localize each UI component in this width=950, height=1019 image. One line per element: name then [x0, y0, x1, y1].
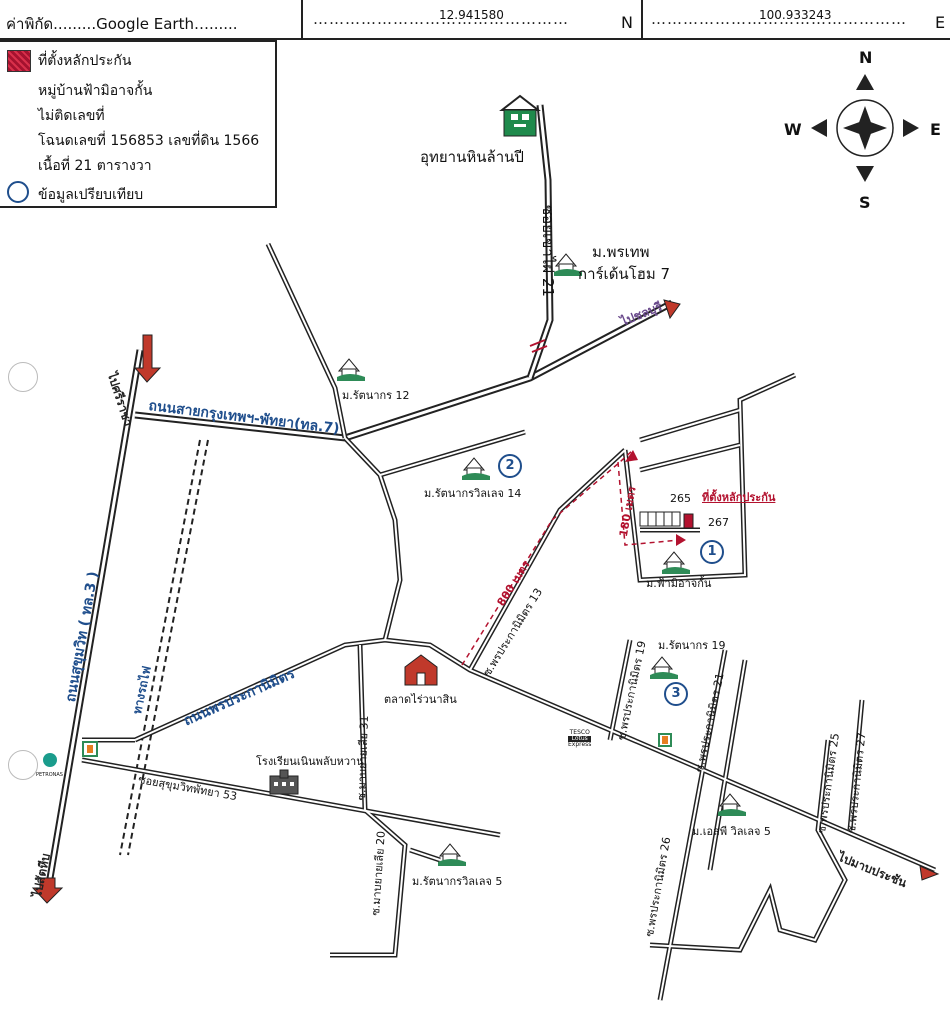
label-lot-267: 267: [708, 516, 729, 529]
house-icon-pornthep: [554, 253, 582, 276]
legend-marker-label: ที่ตั้งหลักประกัน: [38, 53, 132, 69]
label-sp-village-5: ม.เอสพี วิลเลจ 5: [692, 825, 771, 838]
tesco-lotus-logo: TESCO Lotus Express: [568, 729, 592, 748]
route-dashed: [461, 449, 681, 666]
tesco-line3: Express: [568, 741, 592, 748]
latitude-dir: N: [621, 13, 633, 32]
compass-east: E: [930, 120, 941, 139]
seven-eleven-icon-2: [658, 733, 672, 747]
school-icon: [269, 769, 299, 795]
coordinate-bar: ค่าพิกัด.........Google Earth…...... 12.…: [0, 0, 950, 40]
collateral-swatch-icon: [7, 50, 31, 72]
highway-7-road: [134, 299, 674, 442]
collateral-plot: [683, 513, 694, 529]
label-lot-265: 265: [670, 492, 691, 505]
coord-source-cell: ค่าพิกัด.........Google Earth…......: [0, 0, 303, 38]
binder-hole-top: [8, 362, 38, 392]
coord-label: ค่าพิกัด.........Google Earth…......: [6, 15, 238, 33]
tesco-line1: TESCO: [569, 729, 590, 736]
direction-arrows: [31, 299, 940, 904]
house-icon-rattanakorn12: [337, 358, 365, 381]
seven-eleven-icon-1: [82, 741, 98, 757]
label-collateral: ที่ตั้งหลักประกัน: [702, 491, 776, 504]
house-icon-rattanakorn14: [462, 457, 490, 480]
legend-box: ที่ตั้งหลักประกัน หมู่บ้านฟ้ามิอาจกั้น ไ…: [0, 40, 277, 208]
market-icon: [404, 654, 438, 686]
legend-area: เนื้อที่ 21 ตารางวา: [38, 158, 152, 174]
latitude-dots: …………………………………………: [313, 10, 569, 28]
petronas-label: PETRONAS: [36, 772, 63, 778]
land-plots: [639, 511, 681, 527]
railway-line: [119, 439, 209, 856]
binder-hole-bottom: [8, 750, 38, 780]
compass-west: W: [784, 120, 802, 139]
petronas-icon: [43, 753, 57, 767]
label-rattanakorn-12: ม.รัตนากร 12: [342, 389, 410, 402]
label-park: อุทยานหินล้านปี: [420, 148, 524, 166]
compass-rose: [811, 74, 919, 182]
tesco-line2: Lotus: [568, 736, 592, 742]
route-arrow-up: [625, 450, 638, 462]
label-rattanakorn-19: ม.รัตนากร 19: [658, 639, 726, 652]
longitude-cell: 100.933243 ………………………………………… E: [643, 0, 950, 38]
local-roads-fill: [81, 243, 936, 1001]
house-icon-fah: [662, 551, 690, 574]
legend-compare-label: ข้อมูลเปรียบเทียบ: [38, 187, 144, 203]
label-market: ตลาดไร่วนาสิน: [384, 693, 457, 706]
comparison-marker-1: 1: [700, 540, 724, 564]
label-pornthep-2: การ์เด้นโฮม 7: [578, 265, 671, 283]
label-fah-mi-art: ม.ฟ้ามิอาจกั้น: [646, 577, 712, 590]
house-icon-rattanakorn5: [438, 843, 466, 866]
latitude-cell: 12.941580 ………………………………………… N: [303, 0, 643, 38]
longitude-value: 100.933243: [759, 8, 832, 22]
label-soi-khao-phai-21: ซอยเขาไผ่ 21: [539, 205, 557, 297]
longitude-dir: E: [935, 13, 946, 32]
legend-village: หมู่บ้านฟ้ามิอาจกั้น: [38, 83, 153, 99]
comparison-marker-3: 3: [664, 682, 688, 706]
label-rattanakorn-villa-14: ม.รัตนากรวิลเลจ 14: [424, 487, 522, 500]
house-icon-rattanakorn19: [650, 656, 678, 679]
label-school: โรงเรียนเนินพลับหวาน: [256, 755, 364, 768]
compass-south: S: [859, 193, 871, 212]
bridge-mark: [529, 339, 548, 353]
label-rattanakorn-villa-5: ม.รัตนากรวิลเลจ 5: [412, 875, 503, 888]
park-tower-icon: [499, 94, 541, 137]
house-icon-sp5: [718, 793, 746, 816]
legend-house-no: ไม่ติดเลขที่: [38, 108, 105, 124]
latitude-value: 12.941580: [439, 8, 504, 22]
house-icons: [337, 253, 746, 866]
compare-circle-icon: [7, 181, 29, 203]
sukhumvit-road: [44, 349, 144, 891]
legend-deed: โฉนดเลขที่ 156853 เลขที่ดิน 1566: [38, 133, 260, 149]
comparison-marker-2: 2: [498, 454, 522, 478]
longitude-dots: …………………………………………: [651, 10, 907, 28]
compass-north: N: [859, 48, 873, 67]
label-pornthep-1: ม.พรเทพ: [592, 243, 650, 261]
route-arrow-right: [676, 534, 686, 546]
